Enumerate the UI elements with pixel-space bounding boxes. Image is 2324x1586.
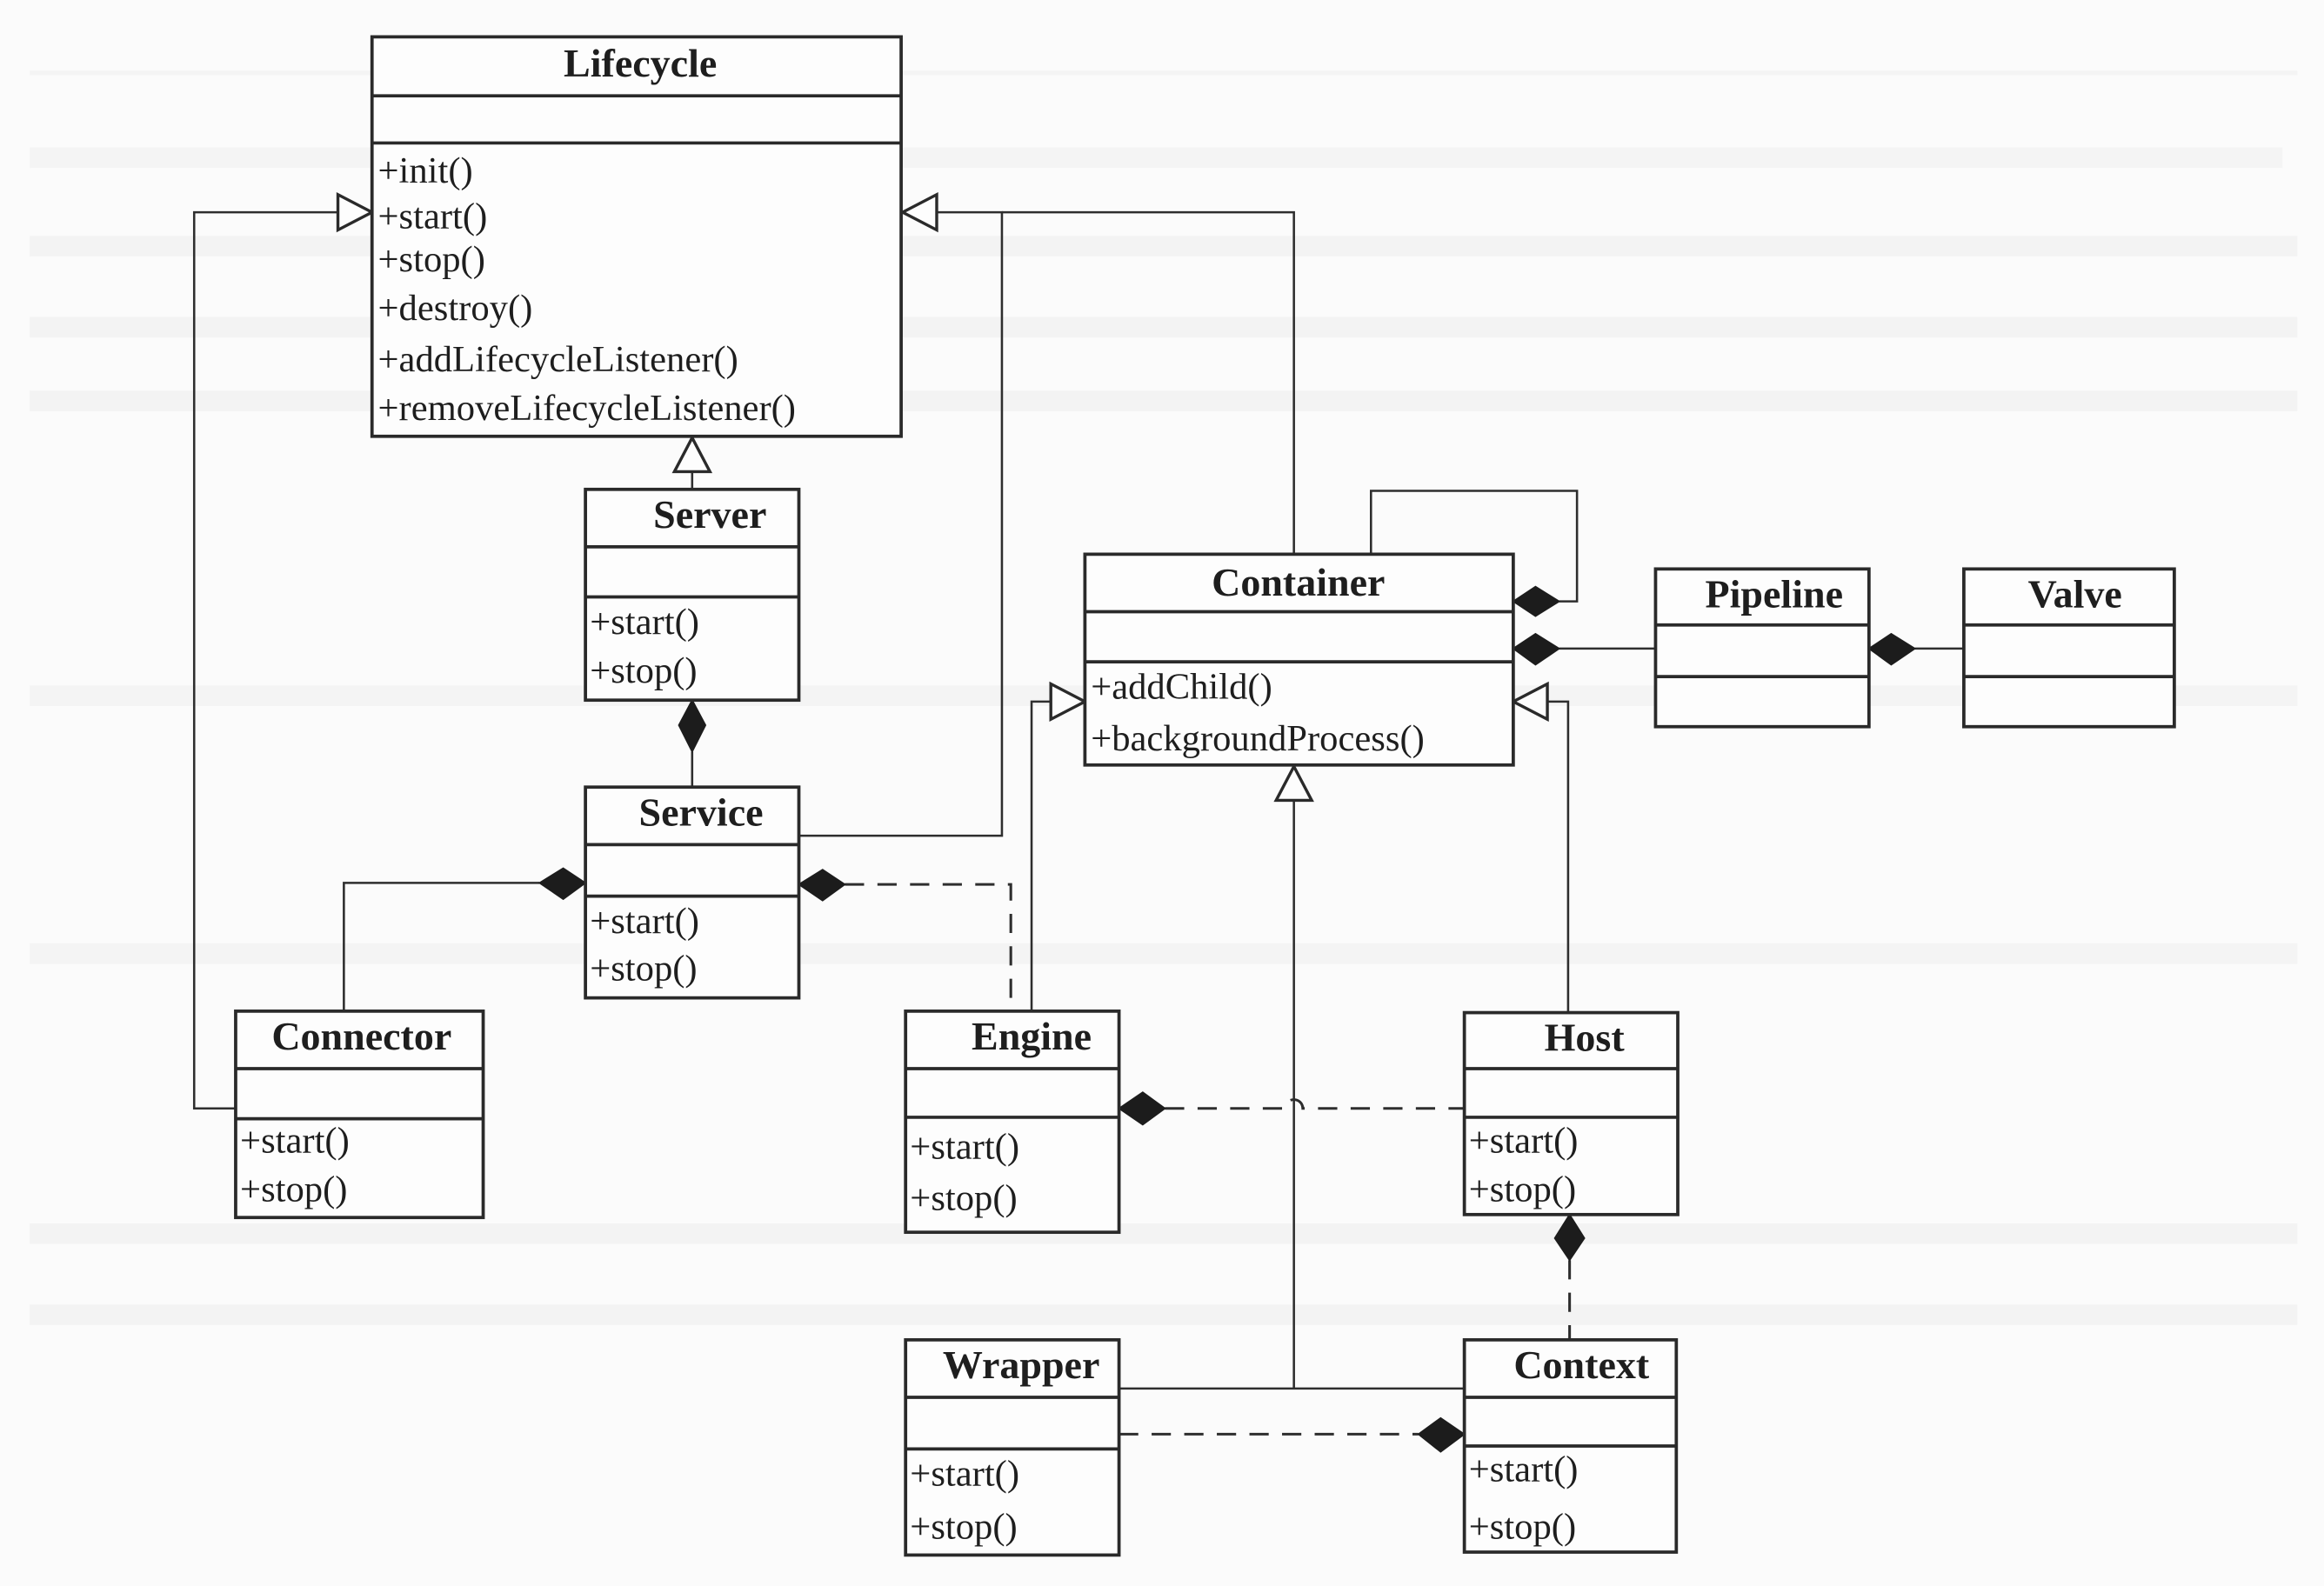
class-wrapper: Wrapper +start() +stop() — [904, 1338, 1121, 1557]
class-connector: Connector +start() +stop() — [234, 1010, 485, 1220]
service-to-lifecycle-line — [798, 210, 1004, 837]
background-bleed — [30, 70, 2298, 1325]
class-engine: Engine +start() +stop() — [904, 1010, 1121, 1235]
composition-diamond-icon — [1417, 1416, 1466, 1453]
class-service: Service +start() +stop() — [584, 785, 801, 1000]
composition-diamond-icon — [1512, 632, 1561, 666]
composition-diamond-icon — [797, 869, 846, 902]
generalization-arrow-icon — [1273, 763, 1314, 803]
class-name: Service — [639, 790, 764, 834]
composition-diamond-icon — [538, 867, 587, 901]
operation: +start() — [240, 1121, 350, 1162]
operation: +stop() — [590, 650, 697, 691]
class-context: Context +start() +stop() — [1462, 1338, 1679, 1554]
container-to-lifecycle-line — [1001, 210, 1295, 555]
class-valve: Valve — [1962, 567, 2176, 729]
operation: +stop() — [590, 948, 697, 989]
operation: +start() — [590, 901, 699, 942]
generalization-arrow-icon — [899, 191, 938, 233]
operation: +start() — [590, 602, 699, 643]
host-to-container-line — [1547, 700, 1570, 1013]
class-name: Engine — [972, 1014, 1092, 1058]
operation: +stop() — [1469, 1170, 1576, 1210]
engine-to-container-line — [1030, 700, 1052, 1011]
engine-host-composition-line — [1165, 1098, 1465, 1110]
generalization-arrow-icon — [336, 191, 376, 233]
operation: +init() — [378, 150, 473, 191]
composition-diamond-icon — [1512, 585, 1561, 617]
operation: +start() — [1469, 1449, 1579, 1490]
service-engine-composition-line — [845, 883, 1012, 1011]
operation: +stop() — [910, 1507, 1017, 1548]
operation: +stop() — [1469, 1507, 1576, 1548]
composition-diamond-icon — [1553, 1213, 1586, 1262]
operation: +removeLifecycleListener() — [378, 388, 796, 429]
class-name: Context — [1513, 1343, 1650, 1387]
class-name: Server — [653, 492, 766, 536]
class-name: Pipeline — [1706, 572, 1843, 616]
container-self-composition-line — [1369, 490, 1579, 603]
operation: +start() — [910, 1126, 1019, 1167]
operation: +addLifecycleListener() — [378, 339, 738, 380]
class-name: Host — [1545, 1016, 1626, 1060]
operation: +destroy() — [378, 288, 533, 329]
operation: +addChild() — [1091, 667, 1272, 708]
operation: +backgroundProcess() — [1091, 718, 1425, 759]
class-pipeline: Pipeline — [1653, 567, 1871, 729]
generalization-arrow-icon — [671, 434, 713, 474]
connector-to-lifecycle-line — [192, 210, 338, 1110]
operation: +stop() — [240, 1170, 347, 1210]
class-name: Container — [1212, 560, 1385, 604]
class-name: Connector — [271, 1014, 451, 1058]
service-connector-composition-line — [343, 882, 540, 1011]
generalization-arrow-icon — [1510, 681, 1549, 723]
composition-diamond-icon — [678, 698, 707, 754]
operation: +stop() — [378, 239, 485, 280]
class-server: Server +start() +stop() — [584, 487, 801, 703]
operation: +start() — [1469, 1121, 1579, 1162]
operation: +stop() — [910, 1178, 1017, 1219]
class-name: Lifecycle — [564, 41, 717, 85]
generalization-arrow-icon — [1049, 681, 1089, 723]
class-lifecycle: Lifecycle +init() +start() +stop() +dest… — [370, 35, 903, 438]
class-host: Host +start() +stop() — [1462, 1010, 1680, 1216]
composition-diamond-icon — [1118, 1091, 1166, 1126]
operation: +start() — [378, 197, 488, 237]
relationship-lines — [192, 191, 1964, 1453]
class-name: Valve — [2028, 572, 2122, 616]
class-name: Wrapper — [943, 1343, 1100, 1387]
class-container: Container +addChild() +backgroundProcess… — [1083, 552, 1515, 767]
composition-diamond-icon — [1867, 632, 1917, 666]
operation: +start() — [910, 1454, 1019, 1495]
